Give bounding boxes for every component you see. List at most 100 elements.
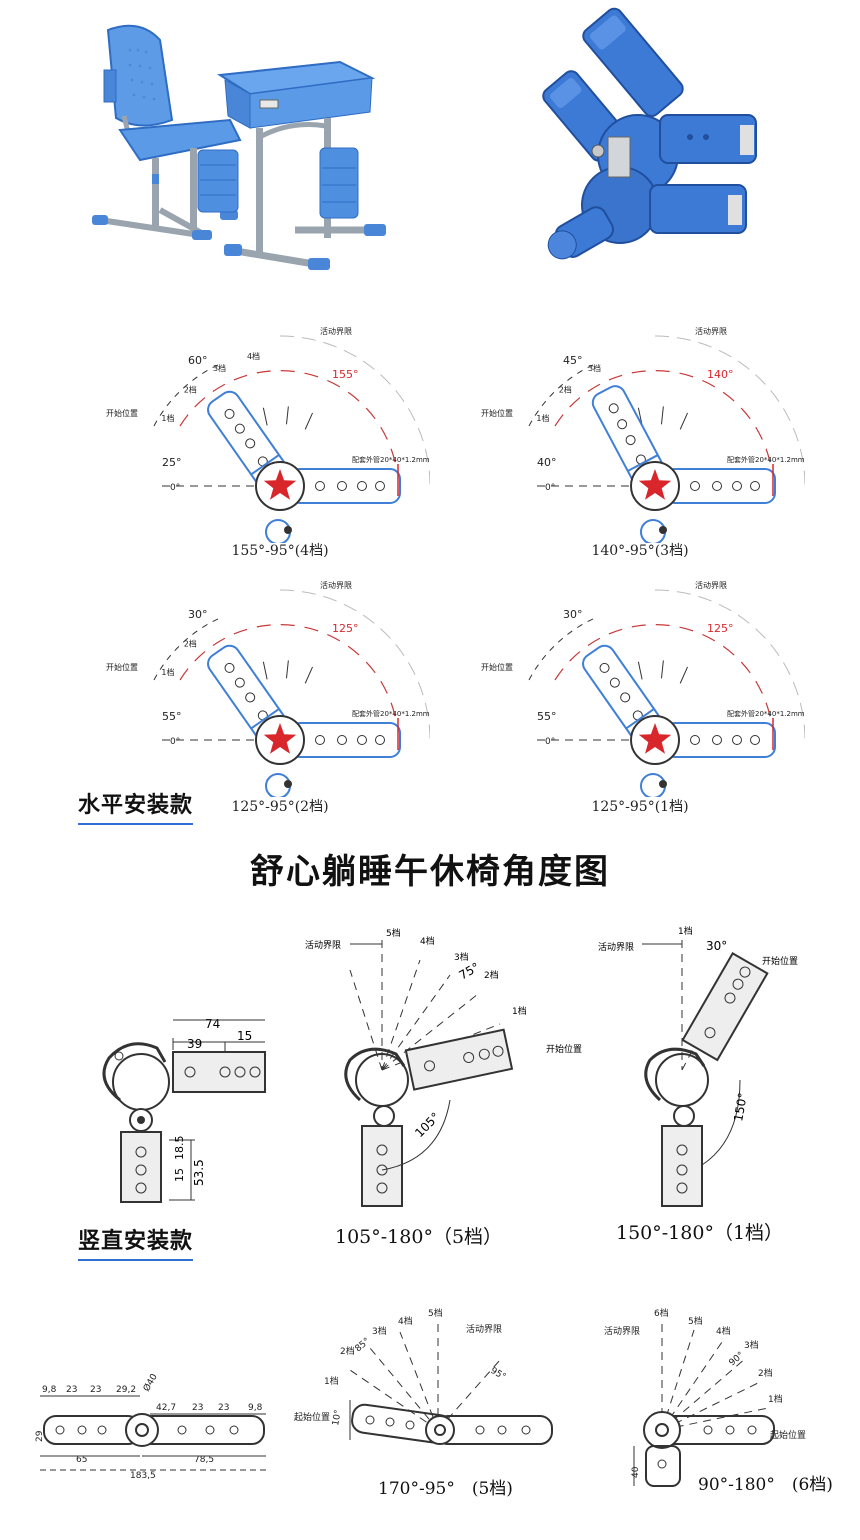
bolt (659, 526, 667, 534)
star-icon (263, 723, 297, 754)
arm-hole (375, 481, 385, 491)
label-angle-c: 55° (537, 710, 557, 723)
label-start: 开始位置 (106, 408, 138, 418)
label-angle-c: 55° (162, 710, 182, 723)
gear-label: 1档 (161, 667, 174, 677)
chair-seat (118, 118, 242, 162)
dim-c: 23 (90, 1385, 101, 1395)
label-angle-c: 40° (537, 456, 557, 469)
dim-18-5: 18.5 (173, 1136, 186, 1161)
dim-39: 39 (187, 1037, 202, 1051)
bottom-five-gear-caption: 170°-95° (5档) (378, 1479, 513, 1499)
limit-arc (654, 335, 805, 487)
gear-tick (660, 406, 664, 425)
arm-hole (375, 735, 385, 745)
arm-hole (750, 735, 760, 745)
arm-hole (732, 481, 742, 491)
label-zero: 0° (545, 737, 555, 747)
one-gear-start: 开始位置 (762, 955, 798, 967)
star-icon (638, 469, 672, 500)
bottom5-gear-5: 5档 (428, 1307, 443, 1319)
desk-chair-photo (92, 24, 386, 270)
bottom5-gear-3: 3档 (372, 1325, 387, 1337)
dim-d: 29,2 (116, 1385, 136, 1395)
bottom-six-gear-caption: 90°-180° (6档) (698, 1475, 833, 1495)
dim-phi40: Ø40 (141, 1372, 160, 1394)
range-arc (554, 370, 774, 487)
bottom6-gear-6: 6档 (654, 1307, 669, 1319)
gear-tick (262, 407, 268, 426)
vertical-five-gear-diagram: 活动界限 5档 4档 3档 2档 1档 开始位置 75° 105° (305, 927, 582, 1207)
dim-a: 9,8 (42, 1385, 57, 1395)
bolt (659, 780, 667, 788)
gear-label: 2档 (184, 384, 197, 394)
angle-105: 105° (412, 1110, 442, 1140)
five-gear-start: 开始位置 (546, 1043, 582, 1055)
horizontal-caption-1: 155°-95°(4档) (231, 543, 329, 559)
right-arm (289, 722, 401, 758)
gear-label: 2档 (559, 384, 572, 394)
gear-tick (285, 406, 289, 425)
five-gear-limit: 活动界限 (305, 939, 341, 951)
dim-left-len: 65 (76, 1455, 87, 1465)
arm-hole (609, 677, 620, 688)
label-tube: 配套外管20*40*1.2mm (727, 455, 805, 464)
vertical-dimension-diagram: 74 39 15 18.5 15 53.5 (102, 1017, 266, 1203)
gear-tick (262, 661, 268, 680)
horizontal-caption-3: 125°-95°(2档) (231, 799, 329, 815)
gear-label-5: 5档 (386, 927, 401, 939)
arm-hole (690, 481, 700, 491)
gear-tick (304, 412, 313, 430)
bolt (284, 526, 292, 534)
gear-label: 3档 (588, 363, 601, 373)
dim-74: 74 (205, 1017, 220, 1031)
label-tube: 配套外管20*40*1.2mm (727, 709, 805, 718)
label-start: 开始位置 (481, 408, 513, 418)
angle-75: 75° (457, 960, 482, 983)
label-start: 开始位置 (481, 662, 513, 672)
dim-height: 29 (35, 1430, 45, 1442)
bottom-five-gear-diagram: 起始位置 1档 2档 3档 4档 5档 活动界限 85° 95° 10° (294, 1307, 553, 1445)
chair-back (106, 24, 174, 127)
dim-f: 23 (192, 1403, 203, 1413)
arm-band (250, 454, 280, 476)
limit-arc (279, 335, 430, 487)
arm-hole (599, 662, 610, 673)
one-gear-label: 1档 (678, 925, 693, 937)
bottom5-start: 起始位置 (294, 1411, 330, 1423)
arm-hole (712, 735, 722, 745)
arm-hole (625, 435, 636, 446)
gear-tick (304, 666, 313, 684)
label-limit: 活动界限 (695, 326, 727, 336)
label-angle-b: 140° (707, 368, 734, 381)
bottom-six-gear-diagram: 活动界限 6档 5档 4档 3档 2档 1档 起始位置 90° 40 (604, 1307, 806, 1487)
arm-hole (337, 481, 347, 491)
label-zero: 0° (170, 483, 180, 493)
section-underline (78, 823, 194, 825)
right-arm (289, 468, 401, 504)
gear-label-3: 3档 (454, 951, 469, 963)
horizontal-diagram-1: 0°开始位置活动界限60°155°25°配套外管20*40*1.2mm1档2档3… (106, 326, 430, 543)
bolt (284, 780, 292, 788)
bottom5-gear-1: 1档 (324, 1375, 339, 1387)
horizontal-caption-2: 140°-95°(3档) (591, 543, 689, 559)
gear-label: 2档 (184, 638, 197, 648)
horizontal-section-label: 水平安装款 (78, 787, 194, 825)
section-underline-2 (78, 1259, 194, 1261)
gear-tick (660, 660, 664, 679)
arm-hole (337, 735, 347, 745)
horizontal-caption-4: 125°-95°(1档) (591, 799, 689, 815)
bottom6-gear-1: 1档 (768, 1393, 783, 1405)
gear-label: 4档 (247, 351, 260, 361)
dim-15: 15 (237, 1029, 252, 1043)
hinge-photo (542, 7, 757, 260)
gear-tick (285, 660, 289, 679)
gear-label: 3档 (213, 363, 226, 373)
gear-label-2: 2档 (484, 969, 499, 981)
arm-hole (315, 481, 325, 491)
label-start: 开始位置 (106, 662, 138, 672)
label-angle-b: 125° (332, 622, 359, 635)
label-angle-a: 45° (563, 354, 583, 367)
